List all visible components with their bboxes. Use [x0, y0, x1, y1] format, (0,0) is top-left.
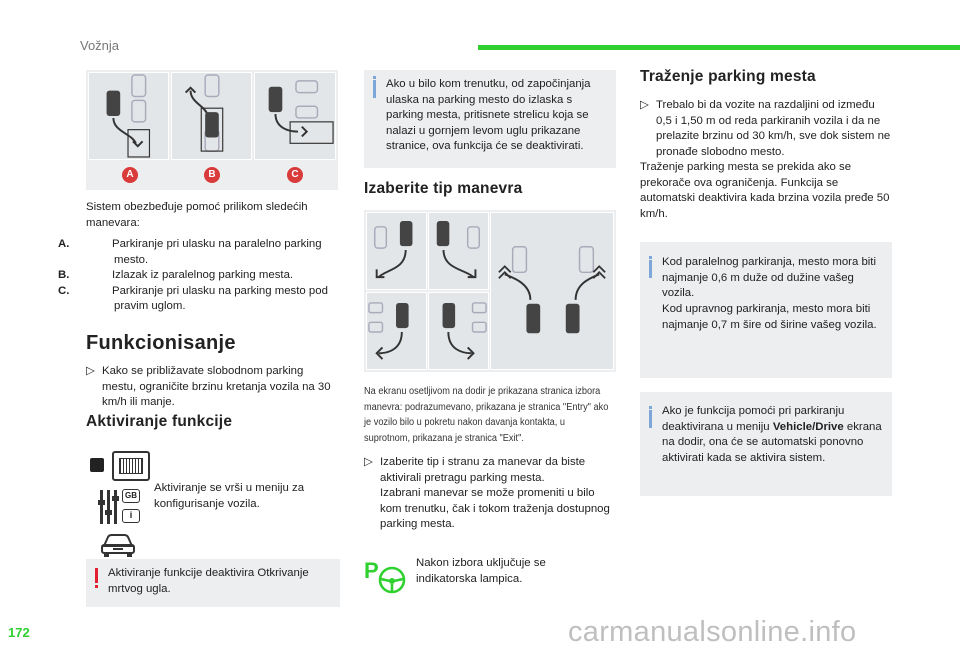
figure-maneuver-selection: [364, 210, 616, 372]
trazenje-paragraph: Traženje parking mesta se prekida ako se…: [640, 161, 890, 220]
warning-icon: [95, 568, 98, 583]
warning-box: Aktiviranje funkcije deaktivira Otkrivan…: [86, 559, 340, 607]
car-icon: [90, 458, 104, 472]
bullet-arrow-icon: ▷: [86, 365, 95, 377]
info-box-reactivate-text: Ako je funkcija pomoći pri parkiranju de…: [662, 405, 882, 464]
watermark: carmanualsonline.info: [568, 616, 857, 648]
header-accent-bar: [478, 45, 960, 50]
figure-maneuvers-abc: A B C: [86, 70, 338, 190]
label-a: A: [122, 167, 138, 183]
info-icon: [649, 256, 652, 259]
lamp-text: Nakon izbora uključuje se indikatorska l…: [416, 557, 546, 585]
section-title: Vožnja: [80, 38, 120, 53]
steering-wheel-icon: P: [364, 560, 408, 596]
intro-text: Sistem obezbeđuje pomoć prilikom sledeći…: [86, 201, 308, 229]
label-c: C: [287, 167, 303, 183]
diagram-select-2: [428, 212, 489, 290]
info-box-deactivate: Ako u bilo kom trenutku, od započinjanja…: [364, 70, 616, 168]
heading-izaberite: Izaberite tip manevra: [364, 180, 523, 197]
lamp-letter: P: [364, 558, 379, 583]
maneuver-a: A.Parkiranje pri ulasku na paralelno par…: [58, 238, 322, 266]
info-box-space-line2: Kod upravnog parkiranja, mesto mora biti…: [662, 303, 877, 331]
page-number: 172: [8, 625, 30, 640]
diagram-select-exit: [490, 212, 614, 370]
bullet-arrow-icon: ▷: [364, 456, 373, 468]
info-box-space-line1: Kod paralelnog parkiranja, mesto mora bi…: [662, 256, 877, 300]
maneuver-c: C.Parkiranje pri ulasku na parking mesto…: [58, 284, 328, 313]
warning-text: Aktiviranje funkcije deaktivira Otkrivan…: [108, 567, 309, 595]
diagram-select-3: [366, 292, 427, 370]
figure-caption: Na ekranu osetljivom na dodir je prikaza…: [364, 386, 609, 444]
bullet-arrow-icon: ▷: [640, 99, 649, 111]
heading-trazenje: Traženje parking mesta: [640, 68, 816, 85]
info-icon: [373, 76, 376, 79]
heading-aktiviranje: Aktiviranje funkcije: [86, 413, 233, 430]
diagram-parallel-exit: [171, 72, 252, 160]
label-b: B: [204, 167, 220, 183]
info-icon: [649, 406, 652, 409]
maneuver-list: A.Parkiranje pri ulasku na paralelno par…: [58, 237, 344, 315]
info-box-reactivate: Ako je funkcija pomoći pri parkiranju de…: [640, 392, 892, 496]
funkcionisanje-bullet: ▷Kako se približavate slobodnom parking …: [86, 365, 331, 409]
diagram-select-4: [428, 292, 489, 370]
trazenje-bullet: ▷Trebalo bi da vozite na razdaljini od i…: [640, 99, 891, 158]
aktiviranje-icon-text: Aktiviranje se vrši u meniju za konfigur…: [154, 482, 305, 510]
info-box-deactivate-text: Ako u bilo kom trenutku, od započinjanja…: [386, 78, 591, 153]
car-outline-icon: [100, 532, 136, 558]
diagram-select-1: [366, 212, 427, 290]
settings-sliders-icon: GB i: [98, 488, 148, 526]
info-box-space: Kod paralelnog parkiranja, mesto mora bi…: [640, 242, 892, 378]
menu-badge-gb: GB: [122, 489, 140, 503]
maneuver-b: B.Izlazak iz paralelnog parking mesta.: [58, 269, 294, 282]
camera-icon: [112, 451, 150, 481]
heading-funkcionisanje: Funkcionisanje: [86, 332, 236, 354]
diagram-perpendicular-entry: [254, 72, 336, 160]
menu-badge-info: i: [122, 509, 140, 523]
diagram-parallel-entry: [88, 72, 169, 160]
izaberite-bullet-line2: Izabrani manevar se može promeniti u bil…: [380, 487, 610, 531]
izaberite-bullet: ▷Izaberite tip i stranu za manevar da bi…: [364, 455, 614, 533]
